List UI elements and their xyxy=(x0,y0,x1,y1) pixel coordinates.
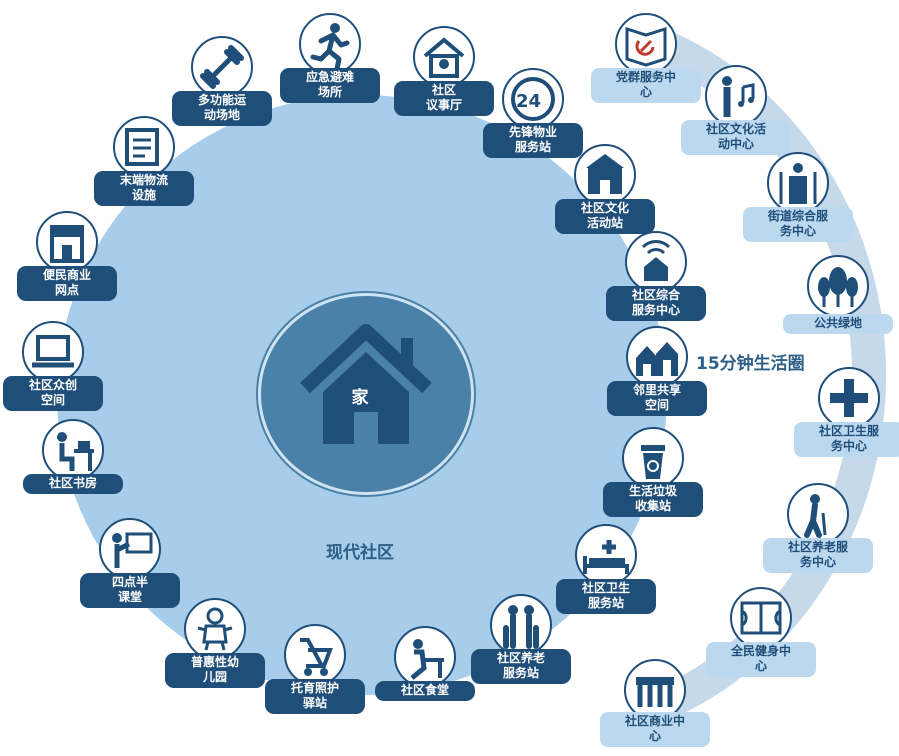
node-label: 普惠性幼 儿园 xyxy=(165,653,265,688)
node-label: 多功能运 动场地 xyxy=(172,91,272,126)
dumbbell-icon xyxy=(191,36,253,98)
meeting-house-icon xyxy=(413,26,475,88)
trees-icon xyxy=(807,255,869,317)
node-label: 公共绿地 xyxy=(783,314,893,334)
node-label: 社区养老 服务站 xyxy=(471,649,571,684)
node-label: 社区文化 活动站 xyxy=(555,199,655,234)
node-label: 生活垃圾 收集站 xyxy=(603,482,703,517)
signal-house-icon xyxy=(625,231,687,293)
home-circle xyxy=(258,293,474,495)
24-hour-icon: 24 xyxy=(502,68,564,130)
node-label: 应急避难 场所 xyxy=(280,68,380,103)
home-label: 家 xyxy=(351,388,369,408)
recycle-bin-icon xyxy=(622,427,684,489)
parcel-icon xyxy=(113,116,175,178)
laptop-icon xyxy=(22,321,84,383)
node-label: 社区 议事厅 xyxy=(394,81,494,116)
node-label: 先锋物业 服务站 xyxy=(483,123,583,158)
node-label: 邻里共享 空间 xyxy=(607,381,707,416)
node-label: 社区书房 xyxy=(23,474,123,494)
ring-title: 15分钟生活圈 xyxy=(696,354,805,374)
reading-desk-icon xyxy=(42,419,104,481)
elderly-cane-icon xyxy=(787,483,849,545)
service-staff-icon xyxy=(767,152,829,214)
medical-cross-icon xyxy=(818,367,880,429)
music-person-icon xyxy=(705,65,767,127)
baby-icon xyxy=(184,598,246,660)
node-label: 四点半 课堂 xyxy=(80,573,180,608)
node-label: 社区食堂 xyxy=(375,681,475,701)
houses-icon xyxy=(626,326,688,388)
storefront-icon xyxy=(36,211,98,273)
running-person-icon xyxy=(299,13,361,75)
dining-icon xyxy=(394,626,456,688)
stroller-icon xyxy=(284,624,346,686)
elderly-couple-icon xyxy=(490,594,552,656)
node-label: 党群服务中 心 xyxy=(591,68,701,103)
node-label: 托育照护 驿站 xyxy=(265,679,365,714)
hospital-bed-icon xyxy=(575,524,637,586)
teacher-board-icon xyxy=(99,518,161,580)
node-label: 社区综合 服务中心 xyxy=(606,286,706,321)
node-label: 全民健身中 心 xyxy=(706,642,816,677)
node-label: 末端物流 设施 xyxy=(94,171,194,206)
svg-text:24: 24 xyxy=(516,91,541,112)
basketball-court-icon xyxy=(730,587,792,649)
node-label: 社区卫生服 务中心 xyxy=(794,422,899,457)
node-label: 社区众创 空间 xyxy=(3,376,103,411)
community-title: 现代社区 xyxy=(326,543,394,563)
cultural-building-icon xyxy=(574,144,636,206)
node-label: 社区文化活 动中心 xyxy=(681,120,791,155)
node-label: 社区养老服 务中心 xyxy=(763,538,873,573)
party-book-icon xyxy=(615,13,677,75)
home-icon xyxy=(300,324,432,444)
node-label: 街道综合服 务中心 xyxy=(743,207,853,242)
node-label: 便民商业 网点 xyxy=(17,266,117,301)
node-label: 社区卫生 服务站 xyxy=(556,579,656,614)
node-label: 社区商业中 心 xyxy=(600,712,710,747)
